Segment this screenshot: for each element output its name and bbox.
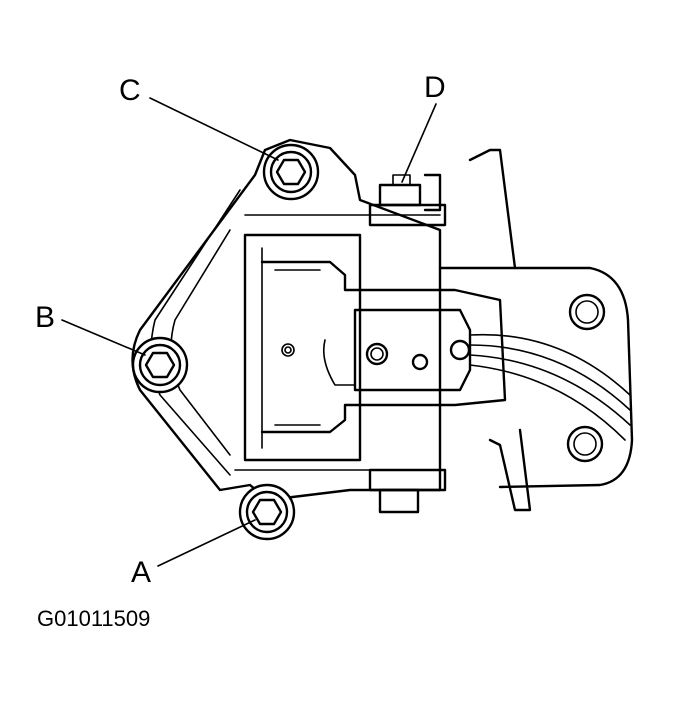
leader-line-b <box>61 319 146 356</box>
leader-line-c <box>149 97 279 161</box>
leader-line-a <box>157 519 256 567</box>
center-housing <box>243 233 507 462</box>
callout-c-label: C <box>119 74 141 107</box>
bottom-stud <box>368 468 447 514</box>
right-bracket <box>438 148 634 512</box>
bracket-strips <box>469 333 631 441</box>
figure-id: G01011509 <box>37 606 151 631</box>
callout-d-label: D <box>424 71 446 104</box>
callout-b-label: B <box>35 301 56 334</box>
leader-line-d <box>401 103 437 183</box>
bolt-a <box>238 483 296 541</box>
bolt-c <box>262 143 320 201</box>
callout-a-label: A <box>131 556 152 589</box>
bolt-b <box>131 336 189 394</box>
